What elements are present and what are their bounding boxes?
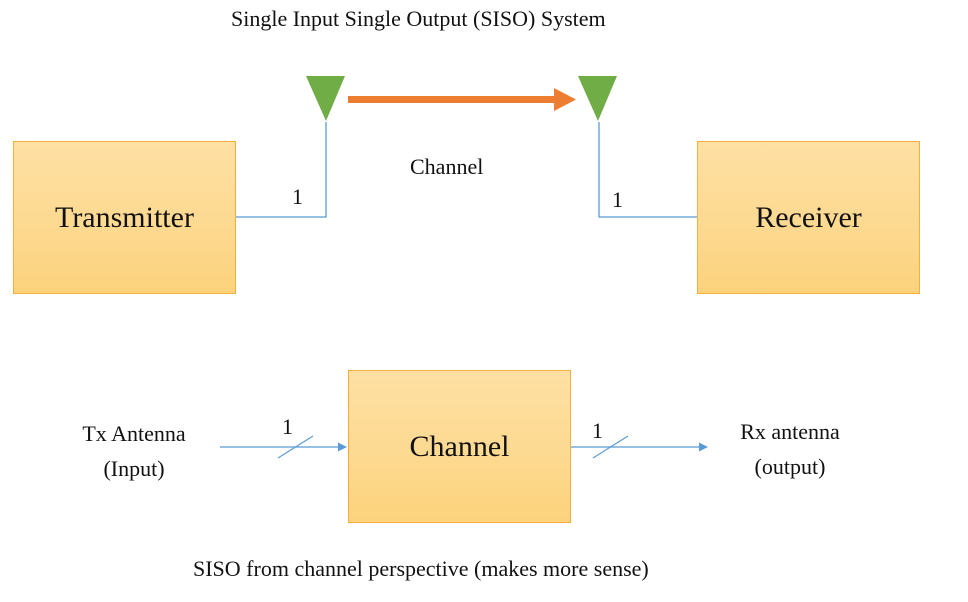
transmitter-label: Transmitter [55,200,194,234]
output-label-line1: Rx antenna [740,419,840,444]
output-stream-count: 1 [592,418,603,443]
rx-antenna-icon [578,76,617,121]
receiver-label: Receiver [755,200,862,234]
output-stream-slash [592,435,629,459]
input-label: Tx Antenna (Input) [64,416,204,486]
input-stream-count: 1 [282,414,293,439]
input-stream-slash [277,435,314,459]
tx-stream-count: 1 [292,184,303,209]
tx-antenna-icon [306,76,345,121]
channel-label-top: Channel [410,154,484,179]
transmitter-block: Transmitter [13,141,236,294]
diagram-title: Single Input Single Output (SISO) System [231,6,606,31]
channel-block: Channel [348,370,571,523]
propagation-arrow-icon [348,88,576,111]
receiver-block: Receiver [697,141,920,294]
channel-block-label: Channel [409,429,510,463]
output-label: Rx antenna (output) [715,414,865,484]
output-label-line2: (output) [754,454,826,479]
tx-wire [236,122,327,218]
diagram-caption: SISO from channel perspective (makes mor… [193,556,649,581]
input-label-line1: Tx Antenna [82,421,186,446]
rx-stream-count: 1 [612,187,623,212]
rx-wire [598,122,697,218]
input-label-line2: (Input) [103,456,165,481]
